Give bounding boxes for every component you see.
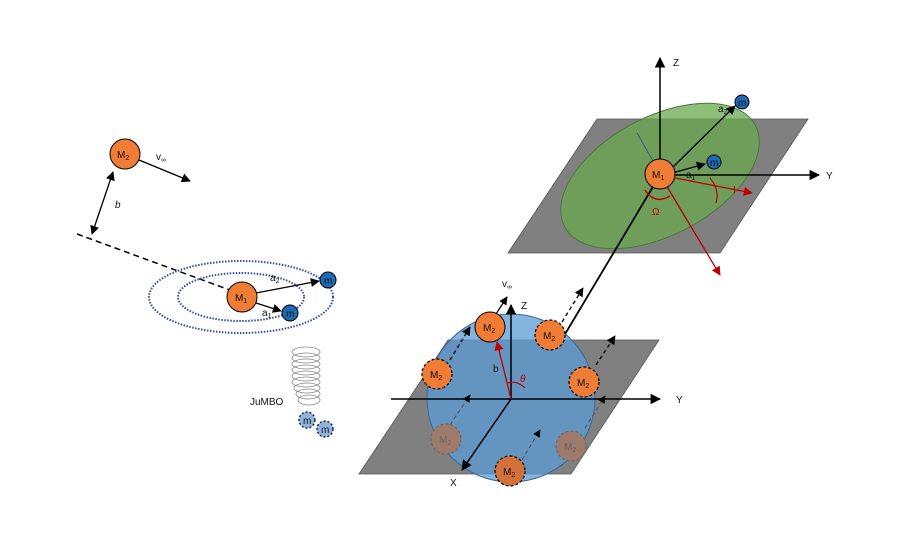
x-axis-bottom-label: X <box>450 478 457 489</box>
impactor-top <box>474 311 506 343</box>
inner-planet-label: m <box>286 309 294 320</box>
impactor-faded-2 <box>555 430 587 462</box>
host-label: M1 <box>235 293 247 305</box>
impact-parameter-bottom-label: b <box>493 364 499 375</box>
bottom-panel: Y X Z b θ v∞ M2 M2 M2 M2 M2 M2 M2 <box>358 279 683 489</box>
host-body <box>226 281 258 313</box>
impactor-body <box>109 138 141 170</box>
inclination-vector <box>659 174 753 196</box>
inner-planet-top <box>706 154 722 170</box>
impactor-right-label: M2 <box>577 378 589 390</box>
impactor-upper-right-label: M2 <box>543 331 555 343</box>
jumbo-planet-b-label: m <box>321 425 329 436</box>
host-label-top: M1 <box>652 170 664 182</box>
incoming-arrow-1 <box>561 287 584 323</box>
impactor-bottom-label: M2 <box>503 467 515 479</box>
host-body-top <box>644 158 676 190</box>
outer-planet <box>319 271 337 289</box>
inclination-arc <box>709 177 718 204</box>
velocity-bottom-label: v∞ <box>502 279 512 291</box>
inner-semi-major-arrow <box>255 302 282 313</box>
node-angle-label: Ω <box>652 207 660 218</box>
impactor-faded-1 <box>430 423 462 455</box>
impact-parameter-vector <box>494 341 512 400</box>
jumbo-planet-b <box>316 420 334 438</box>
incoming-arrow-4 <box>521 429 541 461</box>
left-panel: b v∞ M2 a2 a1 M1 m m <box>76 138 337 438</box>
velocity-arrow-bottom <box>495 296 508 315</box>
jumbo-planet-a-label: m <box>303 416 311 427</box>
incoming-arrow-5 <box>584 395 606 429</box>
inner-orbit <box>177 272 305 322</box>
z-axis-bottom-label: Z <box>521 301 527 312</box>
impactor-bottom <box>494 455 526 487</box>
outer-semi-major-label: a2 <box>270 273 280 285</box>
outer-orbit <box>148 260 334 334</box>
outer-semi-major-arrow <box>255 278 320 294</box>
impactor-label: M2 <box>117 150 129 162</box>
outer-planet-label: m <box>324 276 332 287</box>
x-axis-bottom <box>461 398 512 471</box>
incoming-arrow-2 <box>595 335 616 366</box>
z-axis-top-label: Z <box>673 58 679 69</box>
outer-semi-major-label-top: a2 <box>718 104 728 116</box>
theta-label: θ <box>520 374 526 385</box>
incoming-arrow-6 <box>449 394 471 426</box>
impact-parameter-arrow <box>90 171 115 235</box>
theta-arc <box>507 381 526 389</box>
impactor-faded-1-label: M2 <box>439 435 451 447</box>
inner-semi-major-label-top: a1 <box>686 170 696 182</box>
jumbo-label: JuMBO <box>250 397 284 408</box>
jumbo-spring <box>291 346 321 406</box>
outer-semi-major-arrow-top <box>671 105 736 169</box>
jumbo-planet-a <box>298 411 316 429</box>
inner-semi-major-label: a1 <box>262 308 272 320</box>
y-axis-bottom-label: Y <box>676 395 683 406</box>
outer-planet-top <box>734 94 750 110</box>
inner-planet-top-label: m <box>710 158 718 169</box>
impactor-left-label: M2 <box>430 370 442 382</box>
impactor-right <box>568 366 600 398</box>
impact-parameter-label: b <box>115 200 121 211</box>
inner-planet <box>281 304 299 322</box>
inner-semi-major-arrow-top <box>671 161 706 174</box>
impactor-top-label: M2 <box>483 323 495 335</box>
y-axis-top-label: Y <box>826 171 833 182</box>
node-direction-vector <box>659 174 721 276</box>
velocity-arrow <box>138 159 191 183</box>
inclination-label: I <box>733 185 736 196</box>
impactor-left <box>421 358 453 390</box>
outer-planet-top-label: m <box>738 98 746 109</box>
impactor-trajectory-line <box>76 233 239 294</box>
top-right-panel: Z Y I Ω a2 a1 M1 m m <box>507 56 833 367</box>
velocity-label: v∞ <box>156 152 166 164</box>
node-angle-arc <box>644 189 671 201</box>
impactor-faded-2-label: M2 <box>564 442 576 454</box>
impactor-upper-right <box>534 319 566 351</box>
